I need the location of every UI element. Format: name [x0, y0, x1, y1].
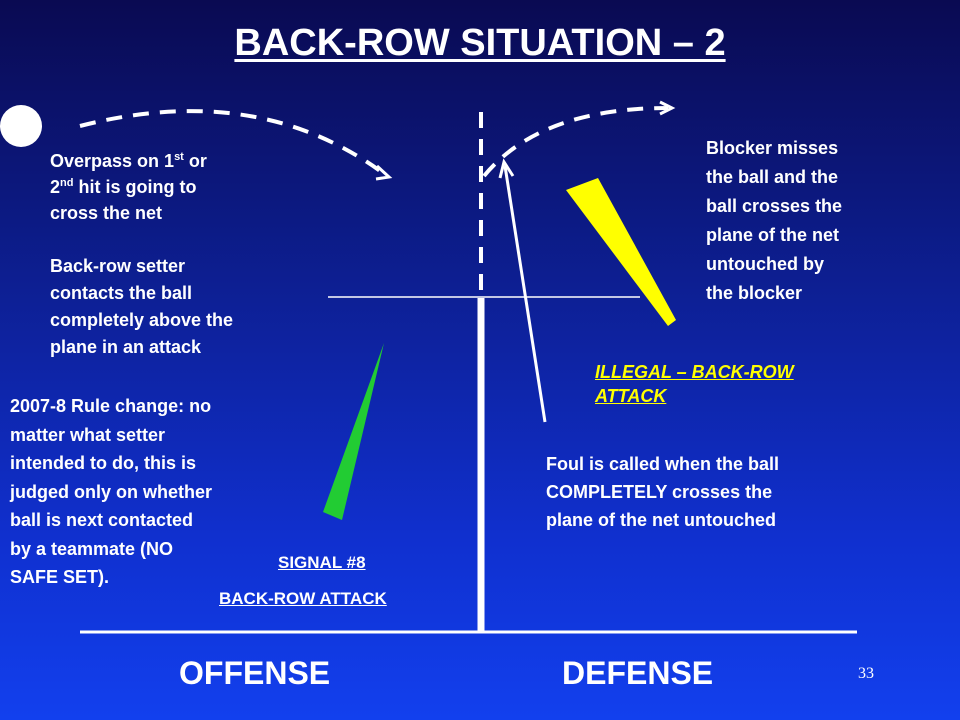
offense-label: OFFENSE: [179, 655, 331, 691]
defense-label: DEFENSE: [562, 655, 714, 691]
cross-net-arrowhead-icon: [659, 100, 676, 116]
yellow-flag-icon: [566, 178, 676, 326]
page-title: BACK-ROW SITUATION – 2: [234, 22, 726, 64]
backrow-attack-label: BACK-ROW ATTACK: [219, 589, 387, 608]
blocker-note: Blocker misses the ball and the ball cro…: [706, 138, 843, 303]
attack-trajectory-arrow: [503, 165, 547, 423]
overpass-trajectory-arrow: [79, 109, 389, 178]
cross-net-trajectory-arrow: [482, 106, 669, 178]
ball-icon: [0, 105, 42, 147]
attack-arrowhead-icon: [498, 158, 515, 179]
illegal-backrow-attack-label: ILLEGAL – BACK-ROW ATTACK: [595, 362, 794, 406]
overpass-arrowhead-icon: [375, 164, 393, 181]
signal-label: SIGNAL #8: [278, 553, 366, 572]
green-flag-icon: [323, 343, 384, 520]
backrow-setter-note: Back-row setter contacts the ball comple…: [50, 256, 234, 357]
page-number: 33: [858, 665, 874, 682]
rule-change-note: 2007-8 Rule change: no matter what sette…: [10, 396, 212, 587]
overpass-note: Overpass on 1st or 2nd hit is going to c…: [50, 151, 207, 223]
foul-note: Foul is called when the ball COMPLETELY …: [546, 454, 780, 530]
